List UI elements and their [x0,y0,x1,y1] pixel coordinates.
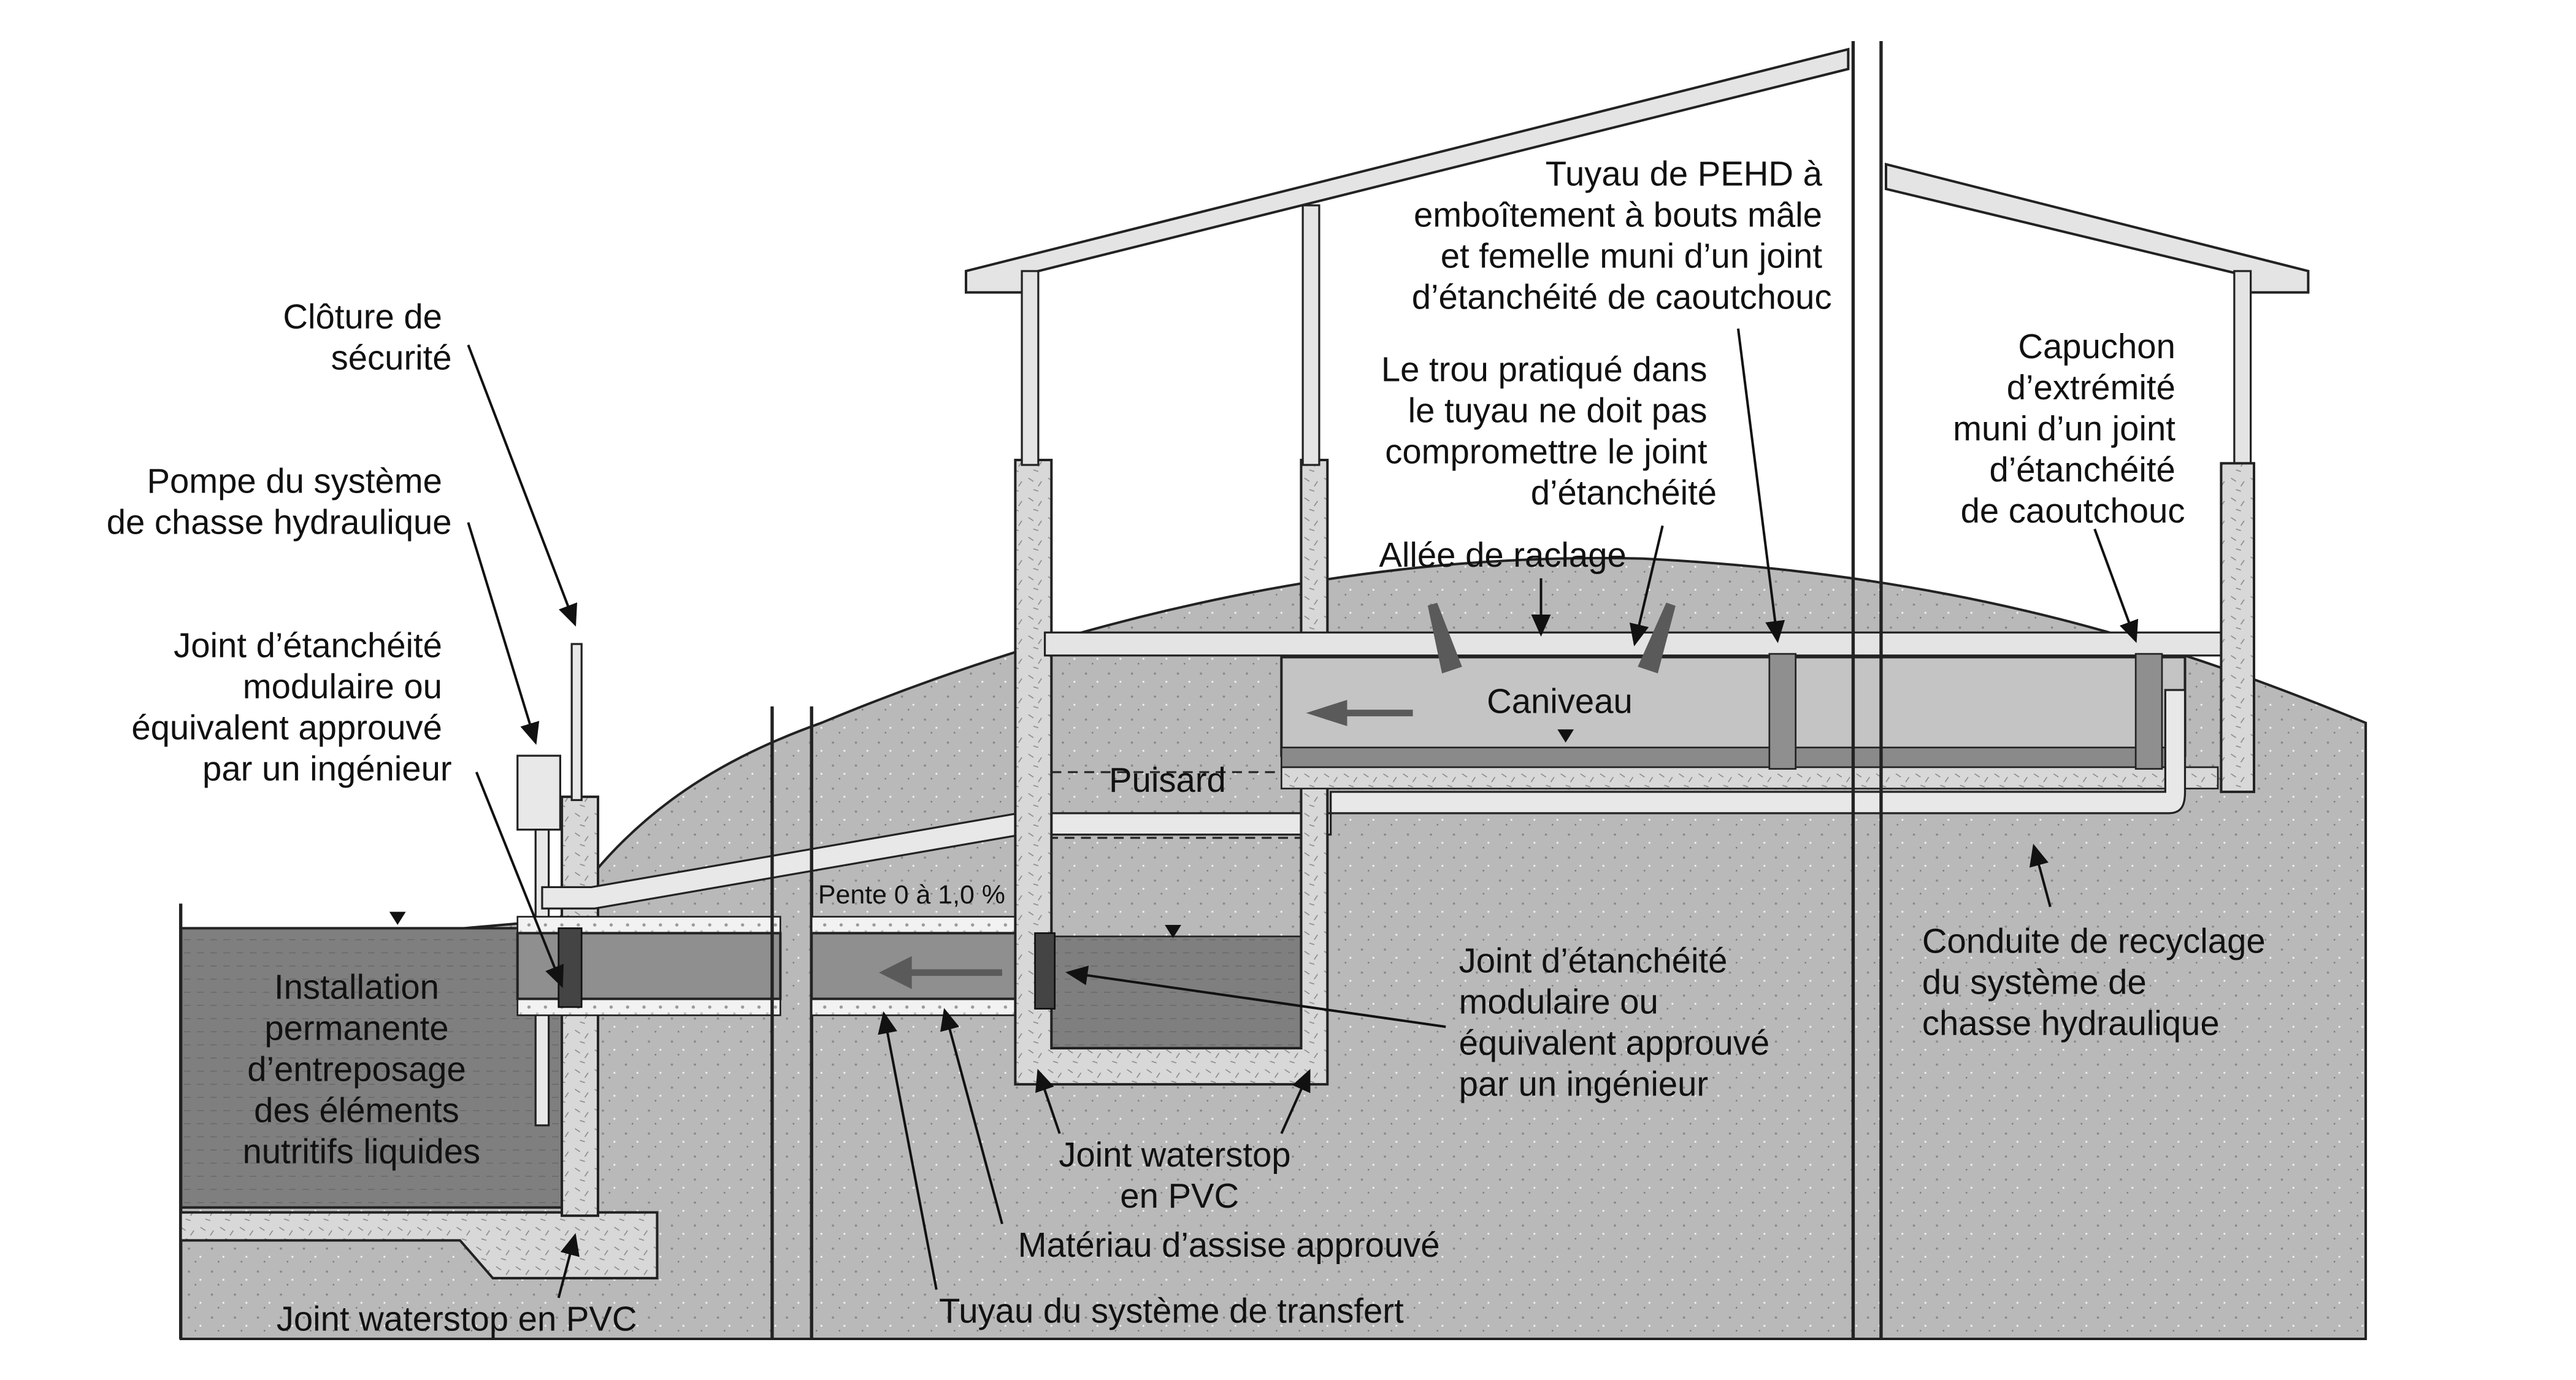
label-caniveau: Caniveau [1487,682,1633,721]
label-tuyau-transfert: Tuyau du système de transfert [939,1291,1404,1330]
gasket-left [558,927,583,1008]
label-puisard: Puisard [1109,761,1226,799]
label-waterstop-bottom: Joint waterstop en PVC [277,1300,637,1338]
label-allee: Allée de raclage [1379,535,1626,574]
recycle-conduit [1330,689,2187,815]
storage-floor [179,1211,659,1279]
label-pente: Pente 0 à 1,0 % [818,880,1005,910]
label-trou: Le trou pratiqué dans le tuyau ne doit p… [1381,350,1717,512]
pehd-pipe [1768,653,1797,770]
label-materiau: Matériau d’assise approuvé [1018,1225,1440,1264]
transfer-pipe-left [516,932,782,1000]
label-waterstop-mid: Joint waterstop en PVC [1059,1135,1300,1215]
label-capuchon: Capuchon d’extrémité muni d’un joint d’é… [1953,327,2185,530]
storage-liquid [179,927,569,1209]
sump-liquid [1050,935,1302,1049]
label-cloture: Clôture de sécurité [283,297,451,377]
pump-box [516,754,561,831]
fence-post [570,643,583,802]
barn-wall-right [2220,462,2256,794]
channel [1280,656,2187,757]
label-joint-right: Joint d’étanchéité modulaire ou équivale… [1459,941,1779,1103]
flow-arrow-pipe [879,956,1002,989]
label-pehd: Tuyau de PEHD à emboîtement à bouts mâle… [1412,155,1832,316]
label-pompe: Pompe du système de chasse hydraulique [107,462,452,542]
flow-arrow-channel [1306,700,1413,726]
transfer-pipe-right [810,932,1043,1000]
label-joint-left: Joint d’étanchéité modulaire ou équivale… [131,626,451,788]
recycle-pipe-diagonal [541,812,1332,910]
end-cap-pipe [2134,653,2163,770]
gasket-right [1034,932,1056,1010]
label-conduite: Conduite de recyclage du système de chas… [1922,922,2275,1043]
label-installation: Installation permanente d’entreposage de… [242,968,480,1171]
